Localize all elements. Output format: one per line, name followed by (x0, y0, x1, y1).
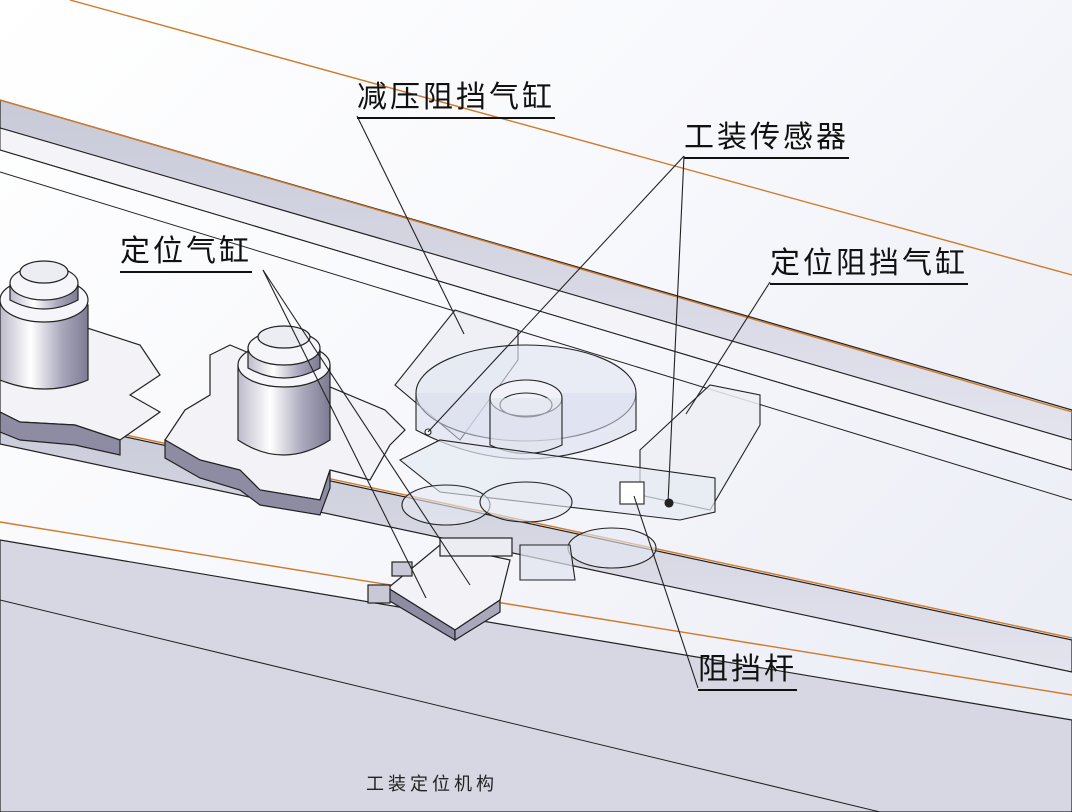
stop-assembly (394, 309, 761, 581)
leader-sensor-1 (427, 155, 685, 433)
label-positioning-cylinder: 定位气缸 (120, 234, 252, 273)
chain-line-2 (0, 99, 1072, 413)
left-part-cap (19, 260, 69, 284)
label-fixture-sensor: 工装传感器 (684, 120, 849, 159)
center-part-cap (257, 325, 311, 349)
stop-rod-block (619, 481, 645, 505)
label-positioning-stop-cylinder: 定位阻挡气缸 (770, 246, 968, 285)
upper-rail-face (0, 99, 1072, 441)
left-pallet (0, 260, 162, 456)
lower-bracket (519, 544, 576, 581)
positioning-cylinder-device (367, 537, 513, 642)
leader-positioning-stop (685, 281, 771, 415)
leader-stop-rod (633, 495, 699, 689)
left-pallet-side (0, 411, 121, 456)
upper-rail-top (0, 127, 1072, 471)
guide-line-2 (0, 171, 1072, 501)
conveyor-chain-lines (0, 0, 1072, 696)
label-stop-rod: 阻挡杆 (698, 652, 797, 691)
sensor-dot (664, 498, 674, 508)
device-slide (439, 537, 513, 557)
center-part-base (237, 364, 331, 456)
chain-line-4 (0, 521, 1072, 696)
lower-round-3 (567, 527, 657, 569)
leader-positioning-cyl-2 (262, 269, 427, 599)
center-pallet (164, 325, 406, 516)
device-rod-1 (367, 584, 391, 604)
leader-positioning-cyl-1 (262, 269, 471, 586)
lower-round-2 (479, 481, 573, 523)
label-pressure-relief-stop-cylinder: 减压阻挡气缸 (357, 80, 555, 119)
figure-caption: 工装定位机构 (366, 774, 498, 795)
inner-sleeve (489, 398, 563, 454)
bottom-frame (0, 539, 1072, 812)
center-pallet-side (164, 438, 331, 516)
left-part-base (0, 299, 89, 390)
lower-round-1 (401, 484, 491, 526)
leader-sensor-2 (667, 155, 685, 504)
bottom-frame-edge (0, 599, 881, 812)
leader-lines (262, 115, 771, 689)
device-body-end (454, 598, 501, 642)
chain-line-1 (69, 0, 1072, 276)
leader-pressure-relief (356, 115, 465, 335)
guide-line-1 (0, 149, 1072, 471)
